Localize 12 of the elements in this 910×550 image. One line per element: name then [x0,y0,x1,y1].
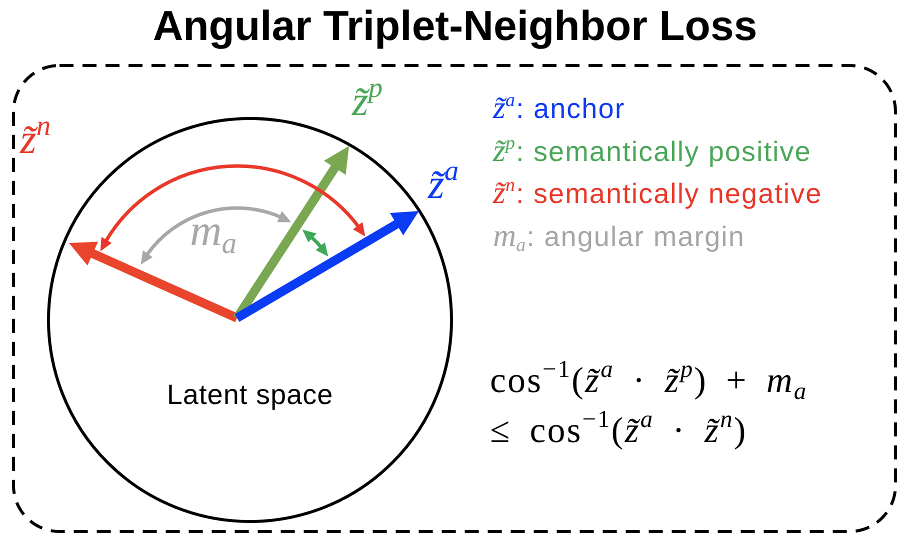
vector-label: z̃$^{n}$ [20,118,51,162]
legend-entry: z̃$^{p}$: semantically positive [493,132,812,170]
formula-line: ≤ cos$^{−1}$(z̃$^{a}$ · z̃$^{n}$) [490,408,748,452]
angle-label: m$_{a}$ [190,208,237,254]
legend-entry: z̃$^{a}$: anchor [493,89,626,127]
vector-label: z̃$^{p}$ [352,80,383,124]
node-label: Latent space [166,379,334,411]
vector-label: z̃$^{a}$ [428,163,459,207]
diagram-title: Angular Triplet-Neighbor Loss [152,1,758,51]
legend-entry: m$_{a}$: angular margin [493,216,745,254]
legend-entry: z̃$^{n}$: semantically negative [493,174,822,212]
formula-line: cos$^{−1}$(z̃$^{a}$ · z̃$^{p}$) + m$_{a}$ [490,358,808,402]
